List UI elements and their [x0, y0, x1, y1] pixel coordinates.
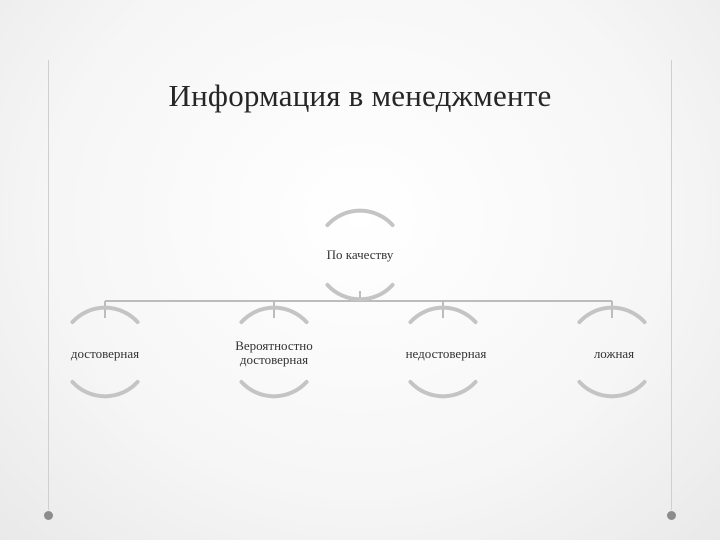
right-border-line: [671, 60, 672, 510]
right-bullet-dot: [667, 511, 676, 520]
root-node-bottom-arc: [325, 282, 395, 302]
child-node-1-bottom-arc: [239, 379, 309, 399]
slide-title: Информация в менеджменте: [168, 78, 552, 113]
child-node-label-probably-reliable: Вероятностно достоверная: [235, 338, 313, 367]
child-node-2-bottom-arc: [408, 379, 478, 399]
child-node-3-top-arc: [577, 305, 647, 325]
node-arcs: [70, 208, 647, 399]
child-node-1-top-arc: [239, 305, 309, 325]
root-node-top-arc: [325, 208, 395, 228]
child-node-3-bottom-arc: [577, 379, 647, 399]
child-node-2-top-arc: [408, 305, 478, 325]
connector-lines: [104, 291, 613, 318]
child-node-0-top-arc: [70, 305, 140, 325]
child-node-label-false: ложная: [593, 346, 635, 361]
left-bullet-dot: [44, 511, 53, 520]
root-node-label: По качеству: [326, 247, 394, 262]
left-border-line: [48, 60, 49, 510]
child-node-0-bottom-arc: [70, 379, 140, 399]
child-node-label-unreliable: недостоверная: [405, 346, 487, 361]
child-node-label-reliable: достоверная: [70, 346, 140, 361]
